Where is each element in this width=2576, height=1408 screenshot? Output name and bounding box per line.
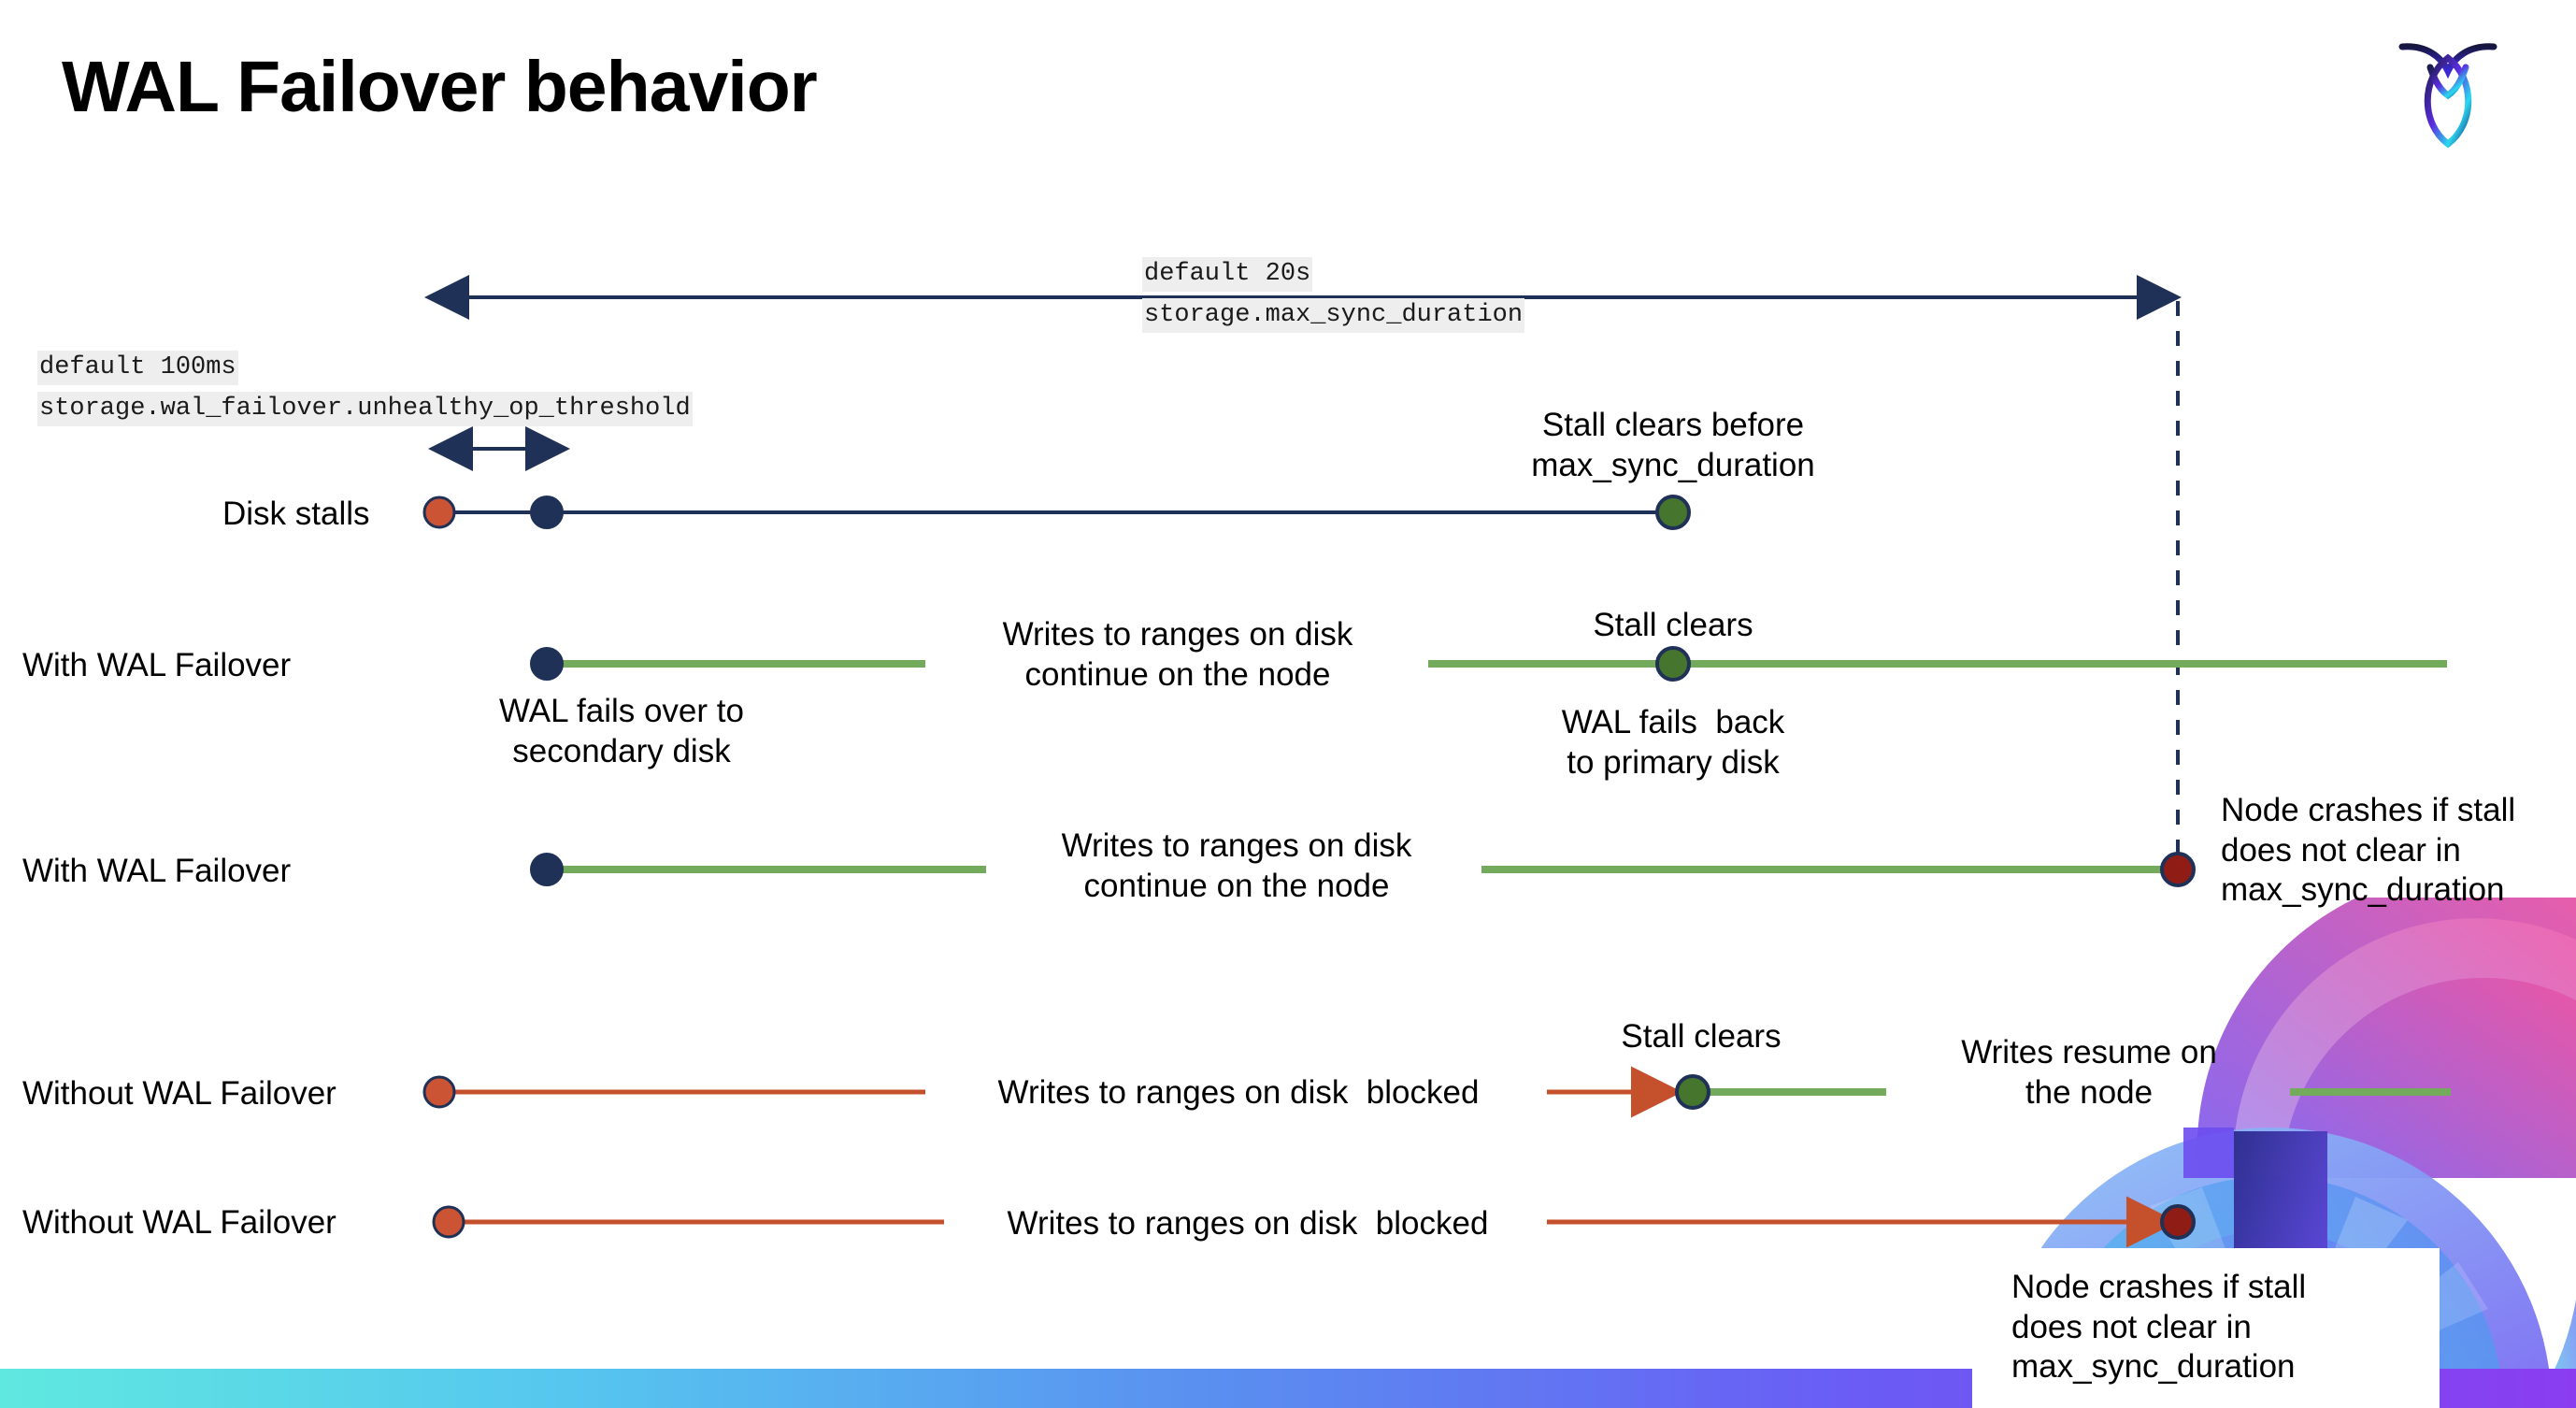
unhealthy-op-setting-chip: storage.wal_failover.unhealthy_op_thresh… <box>37 392 693 427</box>
page-title: WAL Failover behavior <box>62 47 818 127</box>
note-writes-continue-2: Writes to ranges on disk continue on the… <box>1061 827 1412 904</box>
note-stall-clears-1: Stall clears <box>1593 607 1753 643</box>
unhealthy-op-default-chip: default 100ms <box>37 351 238 386</box>
max-sync-default-chip: default 20s <box>1142 257 1313 293</box>
note-stall-clears-before: Stall clears before max_sync_duration <box>1531 407 1815 483</box>
note-writes-continue-1: Writes to ranges on disk continue on the… <box>1002 616 1353 693</box>
note-wal-fails-back: WAL fails back to primary disk <box>1561 704 1785 781</box>
note-wal-fails-over: WAL fails over to secondary disk <box>499 693 744 769</box>
note-node-crashes-2: Node crashes if stall does not clear in … <box>2011 1269 2307 1386</box>
note-stall-clears-2: Stall clears <box>1621 1018 1782 1055</box>
note-writes-resume: Writes resume on the node <box>1961 1034 2217 1111</box>
row-label-with-wal-failover-2: With WAL Failover <box>22 853 292 889</box>
cockroachdb-logo-icon <box>2395 26 2502 150</box>
row-label-without-wal-failover-1: Without WAL Failover <box>22 1075 336 1112</box>
row-label-with-wal-failover-1: With WAL Failover <box>22 647 292 683</box>
note-node-crashes-1: Node crashes if stall does not clear in … <box>2221 792 2516 909</box>
max-sync-setting-chip: storage.max_sync_duration <box>1142 298 1525 334</box>
note-writes-blocked-2: Writes to ranges on disk blocked <box>1007 1205 1489 1242</box>
note-writes-blocked-1: Writes to ranges on disk blocked <box>997 1074 1480 1111</box>
row-label-disk-stalls: Disk stalls <box>222 496 370 532</box>
caption-backdrop <box>1972 1248 2440 1408</box>
row-label-without-wal-failover-2: Without WAL Failover <box>22 1204 336 1241</box>
